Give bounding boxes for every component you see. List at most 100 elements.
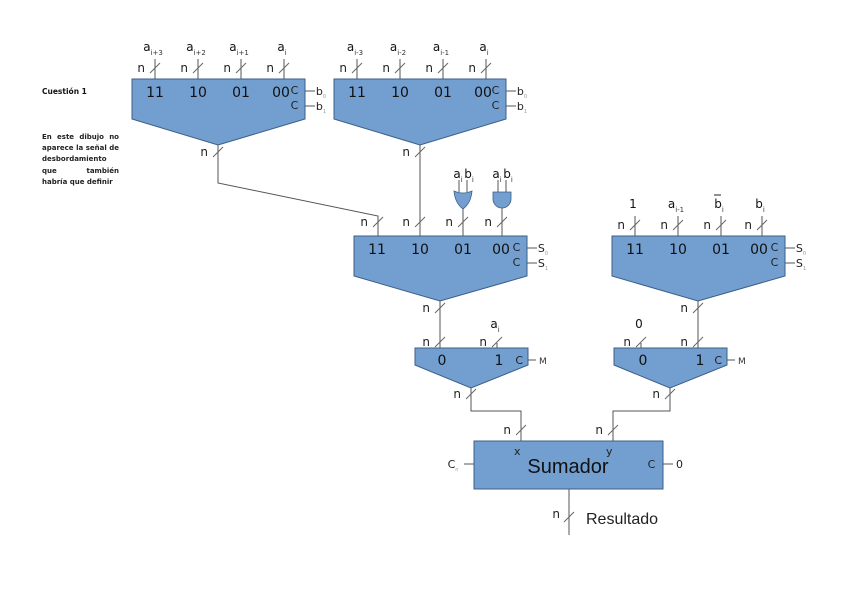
adder-output-bus-label: n	[552, 507, 560, 521]
bus-width-label: n	[137, 61, 145, 75]
bus-width-label: n	[652, 387, 660, 401]
mux-top-left-input-bus-slash	[235, 62, 247, 74]
blocks-layer	[131, 78, 786, 490]
bus-width-label: n	[617, 218, 625, 232]
mux2-left-block	[414, 347, 529, 389]
mux2-right-selector-1: 1	[696, 353, 705, 369]
control-pin-C1: C1	[513, 256, 524, 271]
mux2-right-output-slash	[664, 388, 676, 400]
mux-middle-right-input-label-1: ai-1	[668, 197, 684, 214]
mux2-left-control-pin: C	[515, 354, 523, 367]
mux2-left-input-slash	[491, 336, 503, 348]
carry-out-pin: C0	[648, 458, 659, 473]
mux-top-right-input-label-3: ai	[479, 40, 488, 57]
control-pin-C0: C0	[513, 241, 524, 256]
mux-top-right-block	[333, 78, 507, 146]
mux-middle-right-input-bus-slash	[672, 219, 684, 231]
bus-width-label: n	[402, 215, 410, 229]
selector-label-11: 11	[146, 85, 164, 101]
mux-middle-right-input-label-0: 1	[629, 197, 637, 211]
labels-layer: nai+3nai+2nai+1nainai-3nai-2nai-1nain1na…	[137, 40, 806, 528]
selector-label-10: 10	[189, 85, 207, 101]
bus-width-label: n	[680, 301, 688, 315]
result-label: Resultado	[586, 511, 658, 528]
gate-input-b-label: bi	[503, 167, 513, 184]
adder-y-pin: yi	[606, 445, 614, 461]
adder-title: Sumador	[527, 456, 608, 478]
carry-in-label: Cn	[448, 458, 459, 473]
bus-width-label: n	[445, 215, 453, 229]
mux2-left-input-label-1: ai	[490, 317, 499, 334]
mux-top-left-input-label-2: ai+1	[229, 40, 249, 57]
control-signal-S0: S0	[538, 242, 548, 257]
bus-width-label: n	[266, 61, 274, 75]
bus-width-label: n	[744, 218, 752, 232]
mux2-right-selector-0: 0	[639, 353, 648, 369]
control-signal-S1: S1	[796, 257, 806, 272]
carry-out-value: 0	[676, 458, 683, 471]
mux-middle-right-input-bus-slash	[756, 219, 768, 231]
mux-top-right-input-bus-slash	[437, 62, 449, 74]
question-title: Cuestión 1	[42, 87, 87, 96]
mux-top-left-input-label-3: ai	[277, 40, 286, 57]
mux-top-left-input-bus-slash	[149, 62, 161, 74]
mux-middle-left-in11-slash	[372, 216, 384, 228]
mux-middle-right-block	[611, 235, 786, 302]
mux-middle-left-in10-slash	[414, 216, 426, 228]
mux2-right-input-label-0: 0	[635, 317, 643, 331]
bus-width-label: n	[422, 335, 430, 349]
bus-width-label: n	[360, 215, 368, 229]
adder-block	[473, 440, 664, 490]
mux-top-left-input-label-1: ai+2	[186, 40, 206, 57]
gate-input-a-label: ai	[492, 167, 501, 184]
selector-label-01: 01	[232, 85, 250, 101]
bus-width-label: n	[422, 301, 430, 315]
adder-x-input-slash	[515, 424, 527, 436]
mux-middle-right-input-label-3: bi	[755, 197, 765, 214]
mux2-left-input-slash	[434, 336, 446, 348]
and-gate-icon	[492, 191, 512, 209]
gate-input-a-label: ai	[453, 167, 462, 184]
control-signal-b1: b1	[316, 100, 326, 115]
mux2-right-block	[613, 347, 728, 389]
bus-width-label: n	[623, 335, 631, 349]
control-pin-C1: C1	[291, 99, 302, 114]
control-pin-C0: C0	[492, 84, 503, 99]
mux2-right-control-pin: C	[714, 354, 722, 367]
mux-top-right-input-bus-slash	[480, 62, 492, 74]
selector-label-11: 11	[348, 85, 366, 101]
bus-width-label: n	[703, 218, 711, 232]
selector-label-10: 10	[669, 242, 687, 258]
mux-top-left-block	[131, 78, 306, 146]
mux-top-right-input-bus-slash	[394, 62, 406, 74]
adder-y-input-slash	[607, 424, 619, 436]
bus-width-label: n	[425, 61, 433, 75]
selector-label-01: 01	[454, 242, 472, 258]
mux-middle-left-block	[353, 235, 528, 302]
mux-top-left-input-bus-slash	[192, 62, 204, 74]
mux-top-right-output-slash	[414, 146, 426, 158]
gate-output-slash	[457, 216, 469, 228]
bus-width-label: n	[402, 145, 410, 159]
mux2-right-control-signal: M	[738, 357, 746, 367]
mux-top-left-output-wire	[217, 145, 379, 236]
bus-width-label: n	[484, 215, 492, 229]
mux2-right-input-slash	[692, 336, 704, 348]
mux2-left-control-signal: M	[539, 357, 547, 367]
gate-output-slash	[496, 216, 508, 228]
bus-width-label: n	[223, 61, 231, 75]
selector-label-10: 10	[391, 85, 409, 101]
mux-middle-right-input-bus-slash	[629, 219, 641, 231]
bus-width-label: n	[595, 423, 603, 437]
mux-top-right-input-bus-slash	[351, 62, 363, 74]
selector-label-00: 00	[750, 242, 768, 258]
selector-label-00: 00	[492, 242, 510, 258]
bus-width-label: n	[479, 335, 487, 349]
bus-width-label: n	[503, 423, 511, 437]
or-gate-icon	[453, 190, 473, 210]
selector-label-10: 10	[411, 242, 429, 258]
mux-top-right-input-label-0: ai-3	[347, 40, 363, 57]
mux-top-right-input-label-1: ai-2	[390, 40, 406, 57]
selector-label-01: 01	[712, 242, 730, 258]
